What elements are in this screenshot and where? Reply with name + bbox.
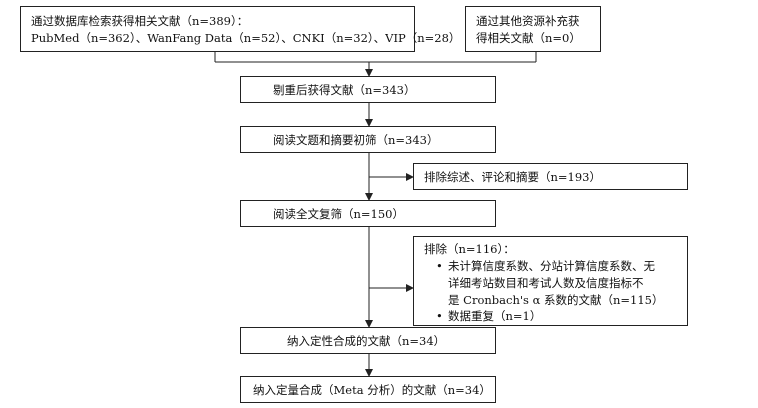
- excluded-second-bullet1-line1: 未计算信度系数、分站计算信度系数、无: [448, 259, 655, 273]
- bullet-symbol-1: •: [436, 259, 443, 273]
- box-qualitative: 纳入定性合成的文献（n=34）: [240, 327, 496, 354]
- box-fulltext: 阅读全文复筛（n=150）: [240, 200, 496, 227]
- excluded-second-bullet2: 数据重复（n=1）: [448, 309, 542, 323]
- box-excluded-first: 排除综述、评论和摘要（n=193）: [413, 163, 688, 190]
- bullet-symbol-2: •: [436, 309, 443, 323]
- excluded-second-bullet1-line2: 详细考站数目和考试人数及信度指标不: [448, 276, 644, 290]
- box-excluded-second: 排除（n=116）： • 未计算信度系数、分站计算信度系数、无 详细考站数目和考…: [413, 236, 688, 326]
- screen-title-abstract-label: 阅读文题和摘要初筛（n=343）: [273, 133, 439, 147]
- fulltext-label: 阅读全文复筛（n=150）: [273, 207, 404, 221]
- box-quantitative: 纳入定量合成（Meta 分析）的文献（n=34）: [240, 376, 496, 403]
- database-sources-line2: PubMed（n=362）、WanFang Data（n=52）、CNKI（n=…: [31, 31, 461, 45]
- dedup-label: 剔重后获得文献（n=343）: [273, 83, 416, 97]
- box-dedup: 剔重后获得文献（n=343）: [240, 76, 496, 103]
- other-sources-line2: 得相关文献（n=0）: [476, 31, 581, 45]
- box-screen-title-abstract: 阅读文题和摘要初筛（n=343）: [240, 126, 496, 153]
- excluded-second-header: 排除（n=116）：: [424, 242, 515, 256]
- database-sources-line1: 通过数据库检索获得相关文献（n=389）：: [31, 14, 249, 28]
- box-database-sources: 通过数据库检索获得相关文献（n=389）： PubMed（n=362）、WanF…: [20, 6, 460, 52]
- excluded-second-bullet1-line3: 是 Cronbach's α 系数的文献（n=115）: [448, 293, 664, 307]
- box-other-sources: 通过其他资源补充获 得相关文献（n=0）: [465, 6, 601, 52]
- qualitative-label: 纳入定性合成的文献（n=34）: [287, 334, 446, 348]
- excluded-first-label: 排除综述、评论和摘要（n=193）: [424, 170, 601, 184]
- other-sources-line1: 通过其他资源补充获: [476, 14, 580, 28]
- quantitative-label: 纳入定量合成（Meta 分析）的文献（n=34）: [253, 383, 491, 397]
